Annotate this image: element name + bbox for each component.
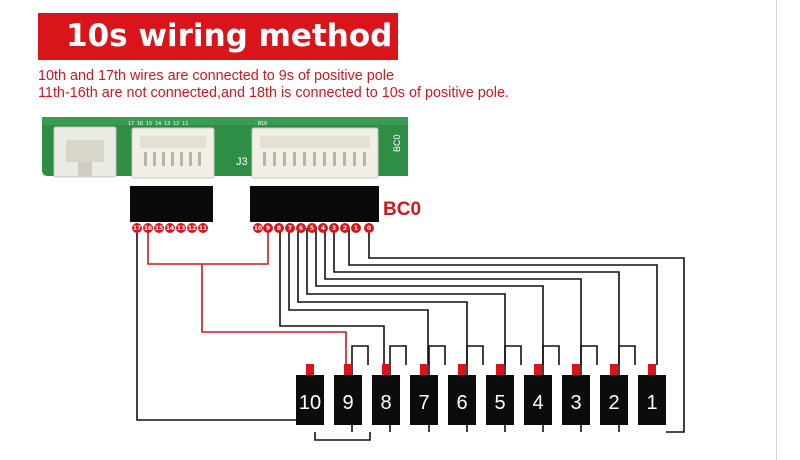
pin-marker: 7 <box>285 223 295 233</box>
red-wires <box>147 228 347 365</box>
note-line-1: 10th and 17th wires are connected to 9s … <box>38 68 394 84</box>
pin-marker: 0 <box>364 223 374 233</box>
pin-markers-left: 17 16 15 14 13 12 11 <box>132 223 208 233</box>
pin-marker: 10 <box>253 223 263 233</box>
battery-cell: 3 <box>562 364 590 425</box>
pin-markers-right: 10 9 8 7 6 5 4 3 2 1 0 <box>253 223 374 233</box>
svg-text:6: 6 <box>456 392 467 414</box>
pin-marker: 11 <box>198 223 208 233</box>
pin-marker: 2 <box>340 223 350 233</box>
pcb-board: 17 16 15 14 13 12 11 B10 J3 <box>42 117 408 179</box>
battery-cell: 8 <box>372 364 400 425</box>
pin-marker: 15 <box>154 223 164 233</box>
svg-text:13: 13 <box>177 225 185 232</box>
battery-cell: 2 <box>600 364 628 425</box>
pin-marker: 8 <box>274 223 284 233</box>
svg-text:10: 10 <box>299 392 321 414</box>
board-silk-left: 17 16 15 14 13 12 11 <box>128 121 188 127</box>
board-silk-right: B10 <box>258 121 267 127</box>
pin-marker: 4 <box>318 223 328 233</box>
pin-marker: 9 <box>263 223 273 233</box>
pin-marker: 1 <box>351 223 361 233</box>
svg-text:5: 5 <box>310 225 314 232</box>
connector-housing-right <box>251 127 379 179</box>
svg-text:4: 4 <box>321 225 325 232</box>
svg-text:3: 3 <box>570 392 581 414</box>
plug-block-right <box>250 186 379 222</box>
svg-text:2: 2 <box>343 225 347 232</box>
svg-text:4: 4 <box>532 392 543 414</box>
svg-text:7: 7 <box>418 392 429 414</box>
svg-text:1: 1 <box>646 392 657 414</box>
svg-text:6: 6 <box>299 225 303 232</box>
connector-housing-left <box>131 127 215 179</box>
pin-marker: 3 <box>329 223 339 233</box>
battery-cell: 7 <box>410 364 438 425</box>
pin-marker: 6 <box>296 223 306 233</box>
svg-text:9: 9 <box>266 225 270 232</box>
svg-text:7: 7 <box>288 225 292 232</box>
svg-text:17: 17 <box>133 225 141 232</box>
pin-marker: 13 <box>176 223 186 233</box>
connector-label-j3: J3 <box>236 156 248 168</box>
pin-marker: 16 <box>143 223 153 233</box>
svg-text:8: 8 <box>380 392 391 414</box>
black-wires <box>136 228 685 441</box>
battery-cell: 1 <box>638 364 666 425</box>
svg-text:10: 10 <box>254 225 262 232</box>
title-banner: 10s wiring method <box>38 13 398 60</box>
svg-text:16: 16 <box>144 225 152 232</box>
battery-cell: 9 <box>334 364 362 425</box>
svg-text:3: 3 <box>332 225 336 232</box>
svg-text:1: 1 <box>354 225 358 232</box>
plug-block-left <box>130 186 213 222</box>
svg-text:11: 11 <box>199 225 207 232</box>
bc0-label: BC0 <box>383 199 421 220</box>
battery-cell: 5 <box>486 364 514 425</box>
note-line-2: 11th-16th are not connected,and 18th is … <box>38 85 509 101</box>
right-divider <box>776 0 777 460</box>
board-side-label: BC0 <box>392 134 402 152</box>
svg-text:2: 2 <box>608 392 619 414</box>
pin-marker: 14 <box>165 223 175 233</box>
pin-marker: 12 <box>187 223 197 233</box>
svg-text:8: 8 <box>277 225 281 232</box>
battery-cell: 10 <box>296 364 324 425</box>
svg-text:5: 5 <box>494 392 505 414</box>
battery-cells: 10 9 8 7 6 5 4 3 <box>296 364 666 425</box>
battery-cell: 4 <box>524 364 552 425</box>
svg-text:12: 12 <box>188 225 196 232</box>
svg-text:14: 14 <box>166 225 174 232</box>
battery-cell: 6 <box>448 364 476 425</box>
svg-text:0: 0 <box>367 225 371 232</box>
pin-marker: 5 <box>307 223 317 233</box>
svg-text:9: 9 <box>342 392 353 414</box>
svg-text:15: 15 <box>155 225 163 232</box>
pin-marker: 17 <box>132 223 142 233</box>
small-connector <box>53 126 117 178</box>
